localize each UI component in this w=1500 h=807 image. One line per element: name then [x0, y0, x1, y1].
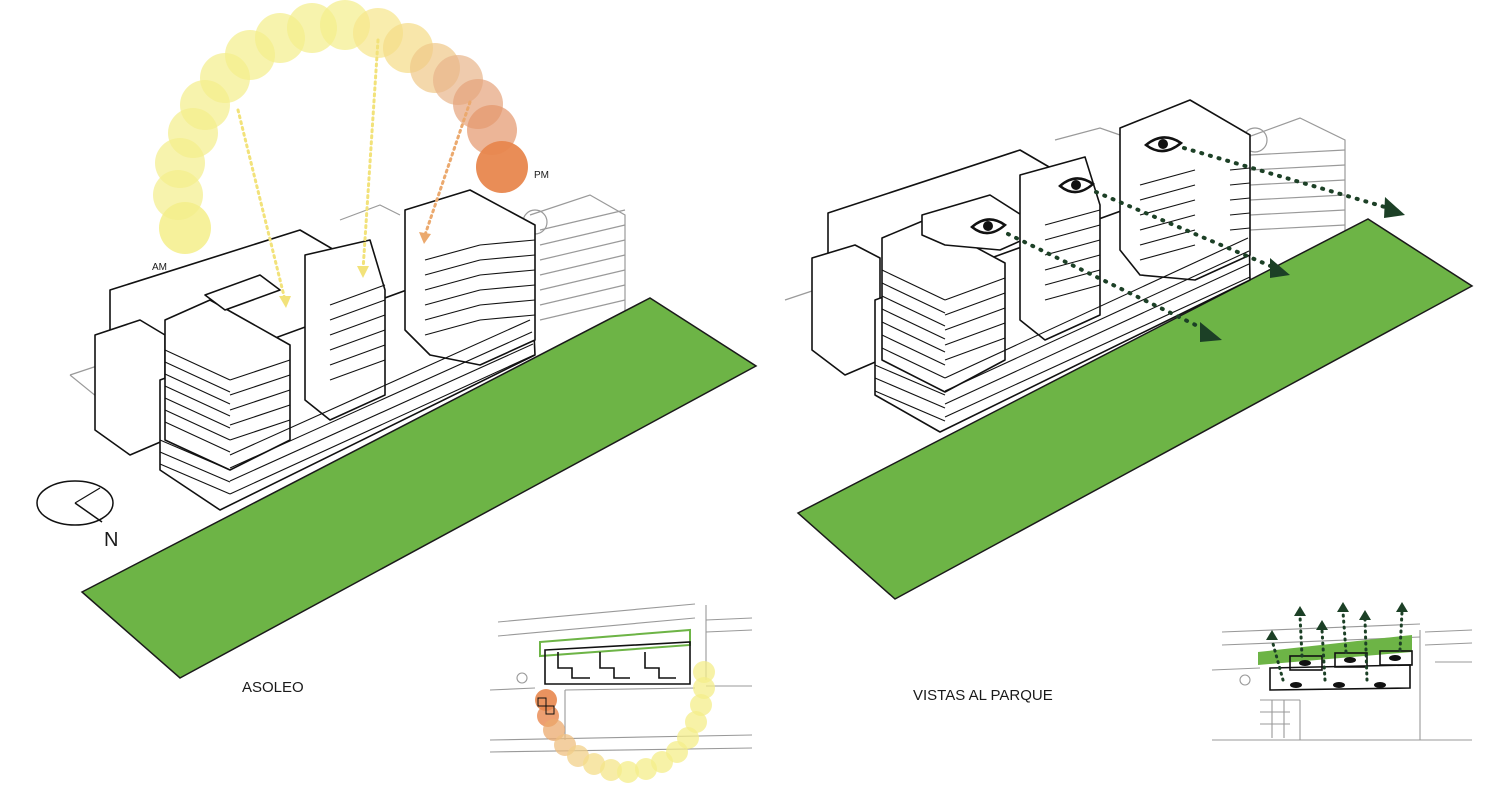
caption-asoleo: ASOLEO — [242, 679, 304, 696]
sun-path — [153, 0, 528, 254]
eye-icon — [970, 218, 1008, 235]
sun-am-label: AM — [152, 262, 167, 273]
floor-lines-left — [159, 239, 536, 495]
right-panel-vistas: VISTAS AL PARQUE — [784, 99, 1474, 741]
eye-icon — [1290, 655, 1401, 688]
sun-rays — [236, 38, 472, 308]
view-arrowheads — [1200, 197, 1405, 342]
eye-icon — [1143, 136, 1184, 153]
site-plan-inset-right — [1211, 602, 1473, 741]
north-arrow-icon — [36, 480, 114, 526]
park-strip-left — [80, 297, 758, 679]
eye-icon — [1058, 177, 1096, 194]
north-label: N — [104, 529, 118, 551]
site-plan-inset-left — [489, 603, 753, 783]
floor-lines-right — [874, 167, 1251, 422]
sun-icon — [476, 141, 528, 193]
sun-pm-label: PM — [534, 170, 549, 181]
view-arrows — [1006, 146, 1397, 334]
caption-vistas: VISTAS AL PARQUE — [913, 687, 1053, 704]
left-panel-asoleo: AM PM N ASOLEO — [36, 0, 758, 783]
